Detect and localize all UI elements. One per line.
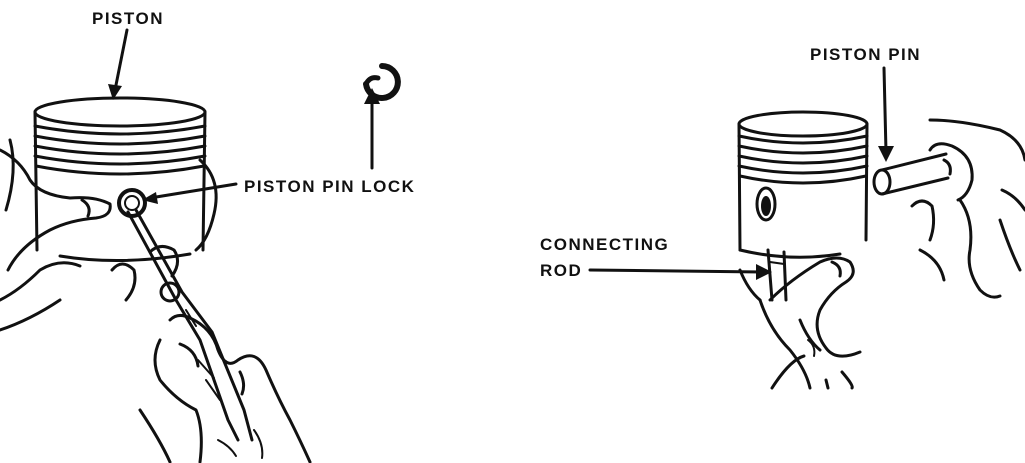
label-connecting-rod-line2: ROD [540,261,582,280]
piston-right [739,112,867,257]
piston-left [35,98,205,261]
arrow-pin-lock [364,88,380,168]
label-piston-pin-lock: PISTON PIN LOCK [244,177,415,196]
right-illustration: PISTON PIN [540,45,1025,388]
label-piston: PISTON [92,9,164,28]
label-connecting-rod-line1: CONNECTING [540,235,669,254]
pin-hand [912,120,1025,297]
leader-pin-lock [142,184,236,204]
plier-hand [140,315,310,462]
arrow-piston [108,30,127,100]
label-piston-pin: PISTON PIN [810,45,921,64]
left-illustration: PISTON [0,9,415,462]
arrow-piston-pin [878,68,894,162]
